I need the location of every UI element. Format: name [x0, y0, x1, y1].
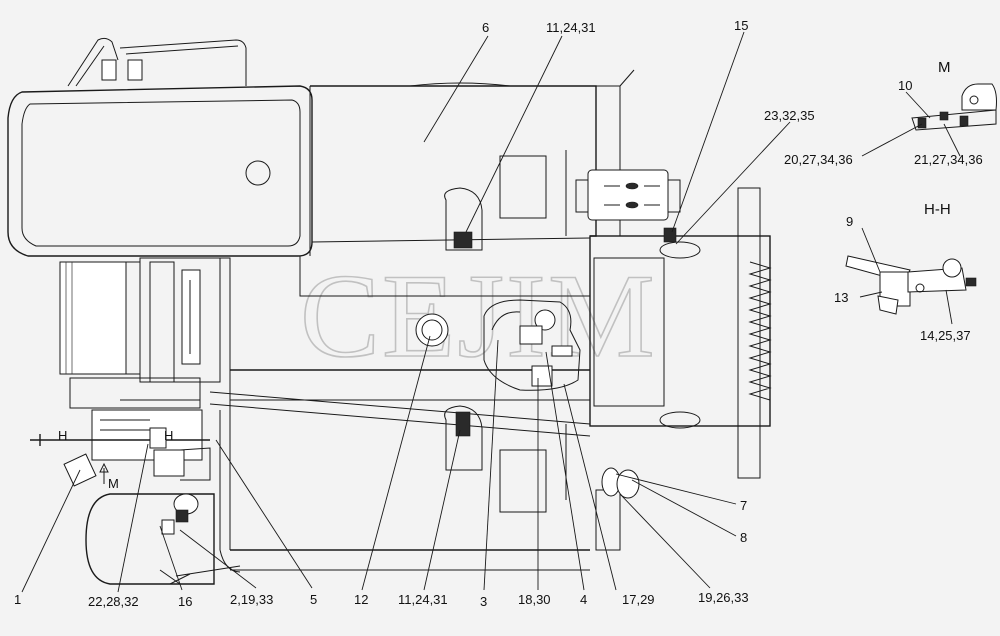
callout-13: 13	[834, 290, 848, 305]
callout-11-24-31-bottom: 11,24,31	[398, 592, 448, 607]
pump-unit	[91, 409, 203, 461]
rear-module	[589, 187, 772, 479]
battery-box	[575, 169, 681, 221]
leader-lines	[21, 31, 961, 593]
callout-8: 8	[740, 530, 747, 545]
frame	[209, 69, 635, 573]
callout-18-30: 18,30	[518, 592, 551, 607]
callout-17-29: 17,29	[622, 592, 655, 607]
section-mark-h-right: H	[164, 428, 173, 443]
radiator	[59, 261, 127, 375]
callout-12: 12	[354, 592, 368, 607]
section-mark-h-left: H	[58, 428, 67, 443]
mirror-bracket	[101, 59, 117, 81]
callout-7: 7	[740, 498, 747, 513]
callout-10: 10	[898, 78, 912, 93]
cab	[7, 37, 313, 257]
detail-view-hh	[845, 255, 977, 315]
callout-3: 3	[480, 594, 487, 609]
callout-11-24-31-top: 11,24,31	[546, 20, 596, 35]
callout-1: 1	[14, 592, 21, 607]
callout-4: 4	[580, 592, 587, 607]
callout-9: 9	[846, 214, 853, 229]
callout-20-27-34-36: 20,27,34,36	[784, 152, 853, 167]
callout-2-19-33: 2,19,33	[230, 592, 273, 607]
labels: M H-H M H H 1 22,28,32 16 2,19,33 5 12 1…	[14, 18, 983, 609]
callout-23-32-35: 23,32,35	[764, 108, 815, 123]
view-label-hh: H-H	[924, 201, 951, 218]
view-arrow-m: M	[108, 476, 119, 491]
watermark: CEJIM	[300, 249, 657, 382]
callout-6: 6	[482, 20, 489, 35]
fuel-tank	[85, 493, 241, 585]
callout-19-26-33: 19,26,33	[698, 590, 749, 605]
engine-assembly	[30, 257, 231, 487]
filler-cap	[415, 313, 449, 347]
panel-upper	[499, 155, 547, 219]
callout-21-27-34-36: 21,27,34,36	[914, 152, 983, 167]
panel-lower	[499, 449, 547, 513]
view-label-m: M	[938, 59, 951, 76]
callout-14-25-37: 14,25,37	[920, 328, 971, 343]
detail-view-m	[911, 83, 997, 131]
callout-16: 16	[178, 594, 192, 609]
callout-22-28-32: 22,28,32	[88, 594, 139, 609]
cab-hatch	[245, 160, 271, 186]
callout-5: 5	[310, 592, 317, 607]
callout-15: 15	[734, 18, 748, 33]
